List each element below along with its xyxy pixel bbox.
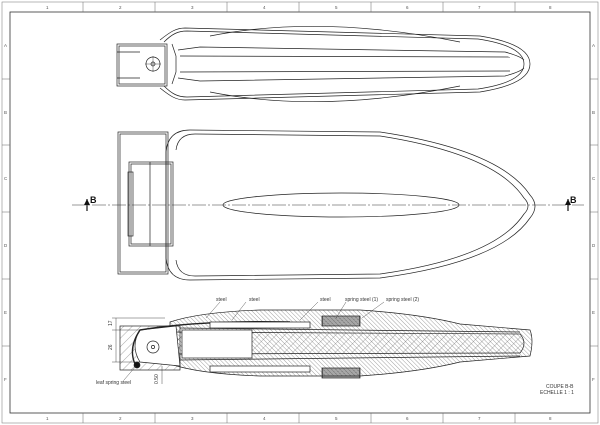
grid-col-6-top: 6	[406, 5, 409, 10]
section-marker-left: B	[90, 195, 97, 205]
dimension-17: 17	[108, 320, 114, 326]
grid-col-2-bottom: 2	[119, 416, 122, 421]
grid-row-a-right: A	[592, 43, 595, 48]
dimension-26: 26	[108, 344, 114, 350]
dimension-0-50: 0.50	[154, 374, 160, 384]
grid-column-labels: 1 2 3 4 5 6 7 8 1 2 3 4 5 6 7 8	[46, 5, 552, 421]
grid-row-f-left: F	[4, 377, 7, 382]
grid-row-f-right: F	[592, 377, 595, 382]
grid-col-7-bottom: 7	[478, 416, 481, 421]
title-scale: ECHELLE 1 : 1	[540, 390, 574, 396]
grid-row-c-right: C	[592, 176, 596, 181]
callout-steel-3: steel	[320, 297, 331, 303]
section-line-b-b: B B	[72, 195, 584, 211]
grid-row-e-right: E	[592, 310, 595, 315]
grid-row-d-left: D	[4, 243, 8, 248]
grid-col-5-top: 5	[335, 5, 338, 10]
grid-row-d-right: D	[592, 243, 596, 248]
grid-col-2-top: 2	[119, 5, 122, 10]
grid-row-c-left: C	[4, 176, 8, 181]
callout-labels: steel steel steel spring steel (1) sprin…	[96, 297, 419, 386]
callout-steel-2: steel	[249, 297, 260, 303]
grid-col-6-bottom: 6	[406, 416, 409, 421]
grid-row-b-left: B	[4, 110, 7, 115]
section-marker-right: B	[570, 195, 577, 205]
top-view	[116, 25, 531, 103]
grid-col-4-top: 4	[263, 5, 266, 10]
grid-col-5-bottom: 5	[335, 416, 338, 421]
dimension-labels: 17 26 0.50	[108, 320, 160, 384]
grid-row-a-left: A	[4, 43, 7, 48]
callout-steel-1: steel	[216, 297, 227, 303]
section-pin-circle	[146, 340, 160, 354]
top-view-hinge-block	[116, 43, 168, 87]
title-block: COUPE B-B ECHELLE 1 : 1	[540, 384, 574, 396]
section-spring-bottom	[321, 367, 361, 379]
grid-col-3-bottom: 3	[191, 416, 194, 421]
front-view-hinge	[117, 131, 169, 275]
top-view-bulge	[209, 25, 461, 43]
top-view-outer-body	[159, 27, 531, 101]
section-core	[169, 331, 525, 355]
grid-col-1-bottom: 1	[46, 416, 49, 421]
callout-spring-steel-1: spring steel (1)	[345, 297, 378, 303]
front-view-body	[165, 129, 536, 281]
grid-col-4-bottom: 4	[263, 416, 266, 421]
callout-leaders	[123, 301, 385, 381]
grid-row-b-right: B	[592, 110, 595, 115]
callout-spring-steel-2: spring steel (2)	[386, 297, 419, 303]
grid-row-labels: A B C D E F A B C D E F	[4, 43, 596, 382]
grid-col-8-top: 8	[549, 5, 552, 10]
grid-col-7-top: 7	[478, 5, 481, 10]
grid-col-3-top: 3	[191, 5, 194, 10]
section-spring-top	[321, 315, 361, 327]
grid-col-1-top: 1	[46, 5, 49, 10]
title-section-name: COUPE B-B	[546, 384, 574, 390]
section-view	[112, 309, 533, 384]
callout-leaf-spring-steel: leaf spring steel	[96, 380, 131, 386]
grid-row-e-left: E	[4, 310, 7, 315]
grid-col-8-bottom: 8	[549, 416, 552, 421]
